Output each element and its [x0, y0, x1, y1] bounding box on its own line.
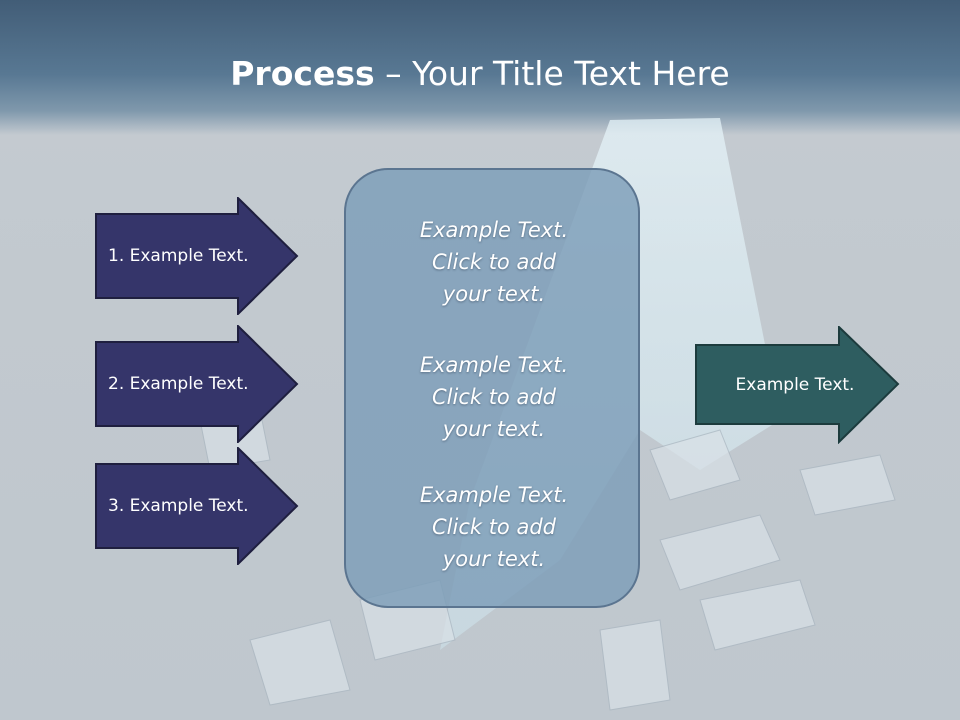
title-rest-part: – Your Title Text Here — [374, 54, 730, 93]
center-item-line: your text. — [442, 417, 546, 441]
output-arrow[interactable]: Example Text. — [695, 326, 900, 444]
header-band — [0, 0, 960, 135]
center-item-line: your text. — [442, 547, 546, 571]
input-arrow-label: 2. Example Text. — [108, 374, 249, 394]
input-arrow-1[interactable]: 1. Example Text. — [95, 197, 299, 315]
input-arrow-3[interactable]: 3. Example Text. — [95, 447, 299, 565]
arrow-shape — [95, 197, 299, 315]
center-item-line: Example Text. — [419, 353, 569, 377]
center-text-box[interactable]: Example Text. Click to add your text. Ex… — [344, 168, 640, 608]
center-item-line: Example Text. — [419, 483, 569, 507]
center-item-line: Click to add — [431, 250, 556, 274]
center-item-3[interactable]: Example Text. Click to add your text. — [346, 479, 642, 575]
slide-title: Process – Your Title Text Here — [0, 52, 960, 96]
center-item-line: Click to add — [431, 385, 556, 409]
input-arrow-label: 1. Example Text. — [108, 246, 249, 266]
center-item-1[interactable]: Example Text. Click to add your text. — [346, 214, 642, 310]
arrow-shape — [95, 447, 299, 565]
title-bold-part: Process — [230, 54, 375, 93]
center-item-line: your text. — [442, 282, 546, 306]
arrow-shape — [95, 325, 299, 443]
output-arrow-label: Example Text. — [735, 375, 855, 395]
center-item-line: Click to add — [431, 515, 556, 539]
arrow-shape — [695, 326, 900, 444]
center-item-line: Example Text. — [419, 218, 569, 242]
input-arrow-label: 3. Example Text. — [108, 496, 249, 516]
input-arrow-2[interactable]: 2. Example Text. — [95, 325, 299, 443]
center-item-2[interactable]: Example Text. Click to add your text. — [346, 349, 642, 445]
